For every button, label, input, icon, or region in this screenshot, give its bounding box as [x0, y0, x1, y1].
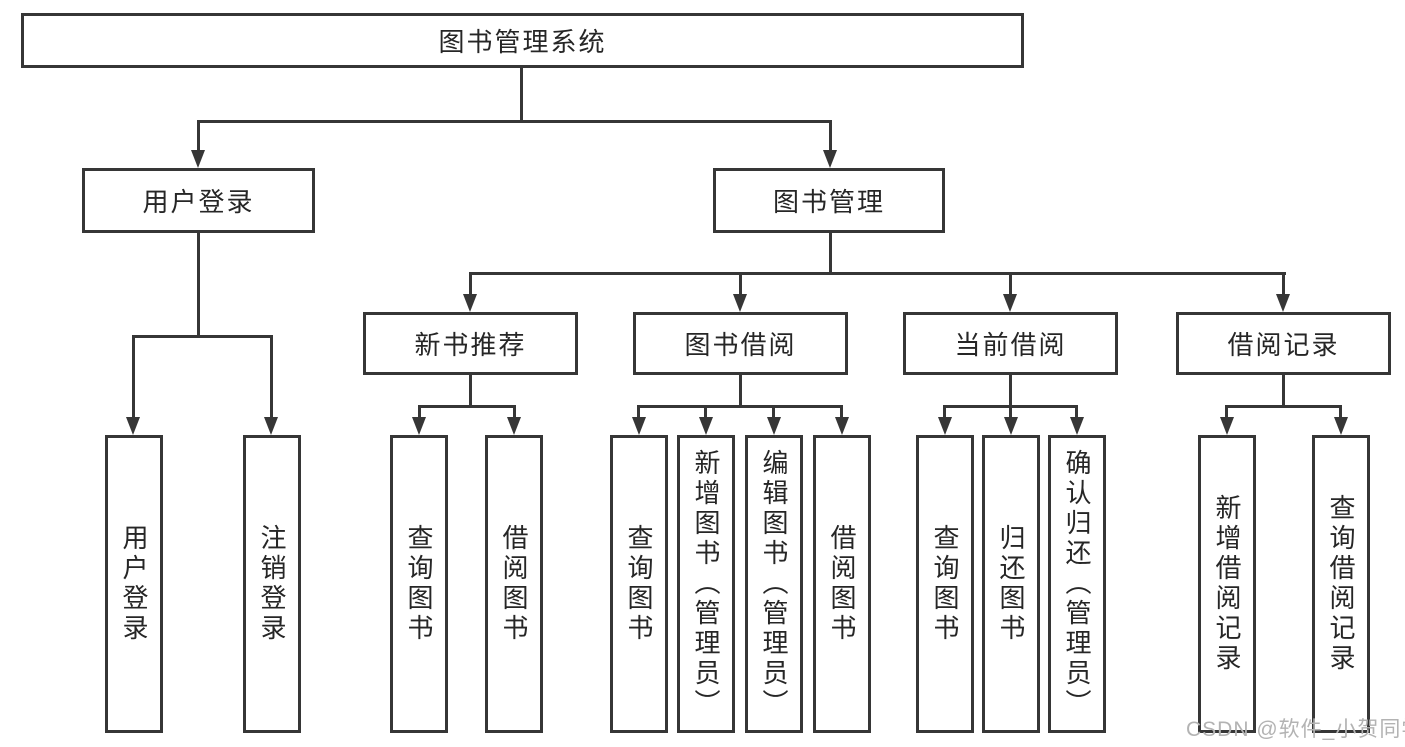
arrow-down-icon — [938, 417, 952, 435]
connector-leaf-stem — [513, 405, 516, 419]
connector-leaf-stem — [637, 405, 640, 419]
connector-book-mgmt-stem — [829, 120, 832, 152]
node-user-login-label: 用户登录 — [142, 187, 255, 217]
connector-group-vert — [469, 375, 472, 408]
node-leaf-cb-return-books-label: 归还图书 — [996, 524, 1026, 644]
connector-leaf-stem — [418, 405, 421, 419]
node-leaf-cb-confirm-return-admin: 确认归还（管理员） — [1048, 435, 1106, 733]
node-book-mgmt-label: 图书管理 — [772, 187, 885, 217]
node-leaf-nb-query-books: 查询图书 — [390, 435, 448, 733]
node-root: 图书管理系统 — [21, 13, 1024, 68]
node-leaf-br-query-record-label: 查询借阅记录 — [1326, 494, 1356, 674]
arrow-down-icon — [264, 417, 278, 435]
connector-level3-stem — [1009, 272, 1012, 296]
connector-level3-stem — [1282, 272, 1285, 296]
connector-book-mgmt-vert — [829, 233, 832, 275]
node-root-label: 图书管理系统 — [438, 27, 607, 57]
node-leaf-bb-query-books: 查询图书 — [610, 435, 668, 733]
arrow-down-icon — [1276, 294, 1290, 312]
node-leaf-nb-borrow-books-label: 借阅图书 — [499, 524, 529, 644]
node-book-mgmt: 图书管理 — [713, 168, 945, 233]
arrow-down-icon — [412, 417, 426, 435]
connector-leaf-stem — [1009, 405, 1012, 419]
connector-user-login-stem — [197, 120, 200, 152]
node-leaf-cb-return-books: 归还图书 — [982, 435, 1040, 733]
connector-group-bar — [418, 405, 516, 408]
node-leaf-cb-query-books: 查询图书 — [916, 435, 974, 733]
node-current-borrow: 当前借阅 — [903, 312, 1118, 375]
node-leaf-bb-add-books-admin-label: 新增图书（管理员） — [691, 449, 721, 719]
connector-level3-stem — [469, 272, 472, 296]
node-leaf-user-login-label: 用户登录 — [119, 524, 149, 644]
node-borrow-records: 借阅记录 — [1176, 312, 1391, 375]
connector-user-login-vert — [197, 233, 200, 338]
arrow-down-icon — [632, 417, 646, 435]
connector-root-stem — [520, 68, 523, 123]
node-leaf-br-add-record-label: 新增借阅记录 — [1212, 494, 1242, 674]
arrow-down-icon — [463, 294, 477, 312]
connector-group-vert — [1009, 375, 1012, 408]
arrow-down-icon — [1003, 294, 1017, 312]
connector-leaf-stem — [840, 405, 843, 419]
connector-leaf-stem — [1075, 405, 1078, 419]
connector-leaf-stem — [270, 335, 273, 417]
arrow-down-icon — [733, 294, 747, 312]
node-leaf-nb-query-books-label: 查询图书 — [404, 524, 434, 644]
connector-level3-bar — [469, 272, 1286, 275]
connector-group-bar — [1225, 405, 1342, 408]
node-leaf-bb-edit-books-admin-label: 编辑图书（管理员） — [759, 449, 789, 719]
arrow-down-icon — [1334, 417, 1348, 435]
node-new-book-rec: 新书推荐 — [363, 312, 578, 375]
connector-level2-bar — [197, 120, 832, 123]
connector-group-vert — [739, 375, 742, 408]
arrow-down-icon — [1070, 417, 1084, 435]
node-borrow-records-label: 借阅记录 — [1227, 330, 1340, 360]
node-user-login: 用户登录 — [82, 168, 315, 233]
arrow-down-icon — [507, 417, 521, 435]
node-leaf-br-query-record: 查询借阅记录 — [1312, 435, 1370, 733]
node-leaf-user-login: 用户登录 — [105, 435, 163, 733]
arrow-down-icon — [699, 417, 713, 435]
watermark-text: CSDN @软件_小贺同学 — [1186, 718, 1405, 741]
connector-group-vert — [1282, 375, 1285, 408]
node-leaf-bb-edit-books-admin: 编辑图书（管理员） — [745, 435, 803, 733]
connector-leaf-stem — [1339, 405, 1342, 419]
connector-user-login-bar — [132, 335, 273, 338]
node-current-borrow-label: 当前借阅 — [954, 330, 1067, 360]
node-leaf-logout-label: 注销登录 — [257, 524, 287, 644]
connector-level3-stem — [739, 272, 742, 296]
node-book-borrow-label: 图书借阅 — [684, 330, 797, 360]
arrow-down-icon — [1220, 417, 1234, 435]
node-leaf-logout: 注销登录 — [243, 435, 301, 733]
arrow-down-icon — [823, 150, 837, 168]
node-leaf-bb-borrow-books: 借阅图书 — [813, 435, 871, 733]
connector-leaf-stem — [1225, 405, 1228, 419]
node-leaf-cb-confirm-return-admin-label: 确认归还（管理员） — [1062, 449, 1092, 719]
node-book-borrow: 图书借阅 — [633, 312, 848, 375]
connector-leaf-stem — [132, 335, 135, 417]
connector-leaf-stem — [704, 405, 707, 419]
arrow-down-icon — [191, 150, 205, 168]
arrow-down-icon — [126, 417, 140, 435]
arrow-down-icon — [767, 417, 781, 435]
node-leaf-bb-add-books-admin: 新增图书（管理员） — [677, 435, 735, 733]
node-leaf-cb-query-books-label: 查询图书 — [930, 524, 960, 644]
connector-leaf-stem — [772, 405, 775, 419]
node-new-book-rec-label: 新书推荐 — [414, 330, 527, 360]
node-leaf-bb-borrow-books-label: 借阅图书 — [827, 524, 857, 644]
connector-group-bar — [637, 405, 843, 408]
node-leaf-nb-borrow-books: 借阅图书 — [485, 435, 543, 733]
arrow-down-icon — [835, 417, 849, 435]
arrow-down-icon — [1004, 417, 1018, 435]
node-leaf-br-add-record: 新增借阅记录 — [1198, 435, 1256, 733]
node-leaf-bb-query-books-label: 查询图书 — [624, 524, 654, 644]
connector-leaf-stem — [943, 405, 946, 419]
